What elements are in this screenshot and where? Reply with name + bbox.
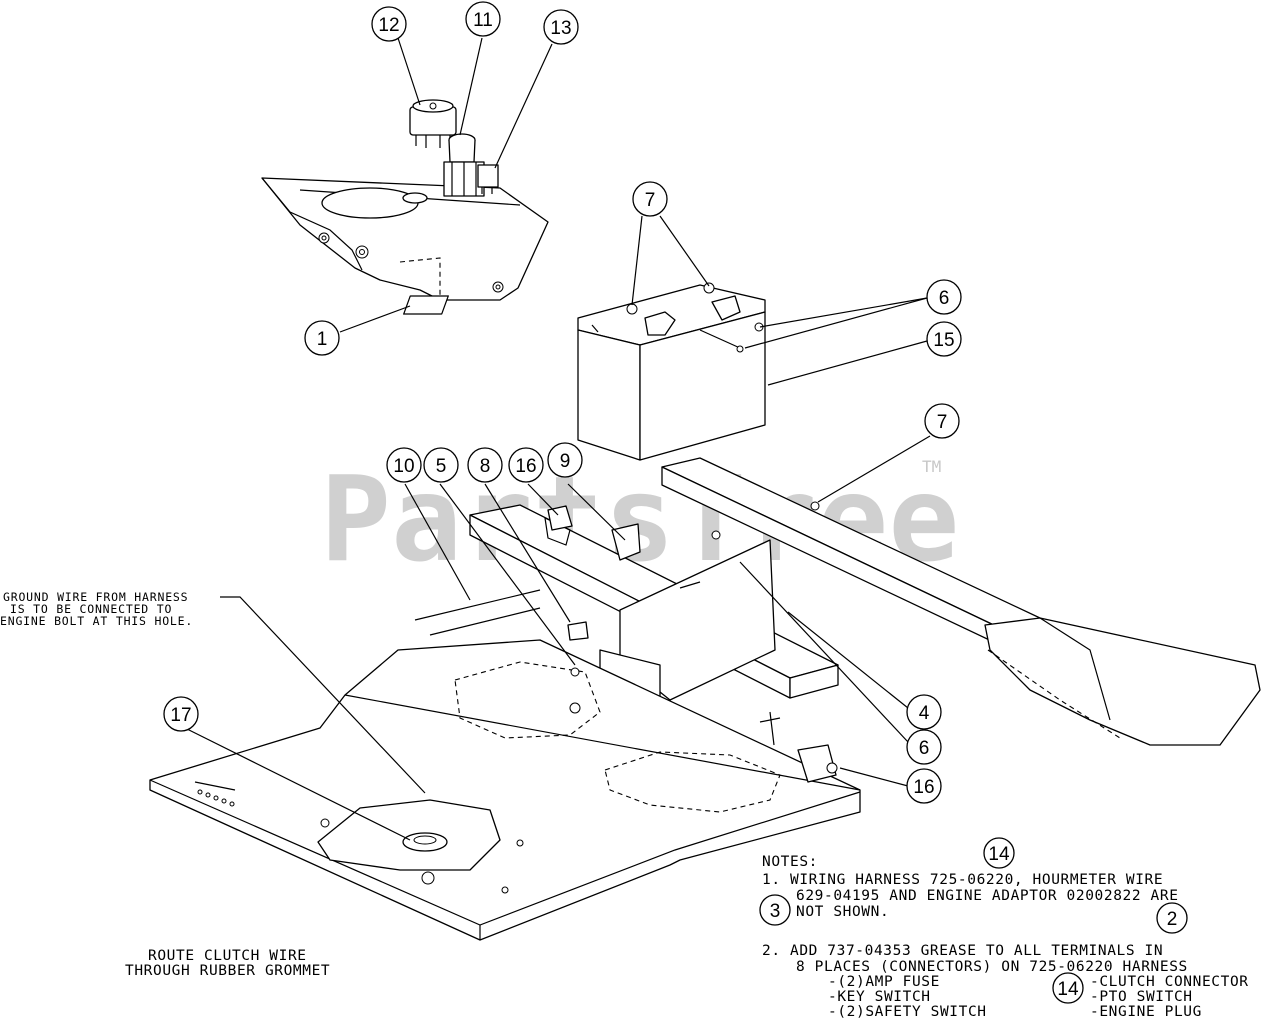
svg-text:15: 15 xyxy=(933,330,954,351)
svg-text:6: 6 xyxy=(939,288,950,309)
lower-hardware xyxy=(414,501,838,783)
svg-text:16: 16 xyxy=(515,456,536,477)
ground-wire-note: GROUND WIRE FROM HARNESS IS TO BE CONNEC… xyxy=(0,590,193,628)
callout-13: 13 xyxy=(543,9,579,45)
pto-switch xyxy=(443,133,485,197)
notes-title: NOTES: xyxy=(762,854,818,870)
note-item-left: -(2)SAFETY SWITCH xyxy=(828,1004,987,1019)
svg-text:10: 10 xyxy=(393,456,414,477)
callout-7: 7 xyxy=(632,181,668,217)
note-2-line2: 8 PLACES (CONNECTORS) ON 725-06220 HARNE… xyxy=(796,959,1188,975)
svg-text:13: 13 xyxy=(550,18,571,39)
callout-12: 12 xyxy=(371,6,407,42)
callout-16: 16 xyxy=(508,447,544,483)
callout-11: 11 xyxy=(465,1,501,37)
note-1-line1: 1. WIRING HARNESS 725-06220, HOURMETER W… xyxy=(762,872,1163,888)
svg-text:4: 4 xyxy=(919,703,930,724)
svg-text:14: 14 xyxy=(1057,979,1079,1000)
route-clutch-note: ROUTE CLUTCH WIRE THROUGH RUBBER GROMMET xyxy=(125,948,330,979)
svg-text:14: 14 xyxy=(988,844,1010,865)
callout-8: 8 xyxy=(467,447,503,483)
switch-connector xyxy=(477,164,499,194)
callout-17: 17 xyxy=(163,696,199,732)
svg-text:6: 6 xyxy=(919,738,930,759)
note-item-right: -CLUTCH CONNECTOR xyxy=(1090,974,1249,990)
note-2-line1: 2. ADD 737-04353 GREASE TO ALL TERMINALS… xyxy=(762,943,1163,959)
svg-text:16: 16 xyxy=(913,777,934,798)
frame-rail-right xyxy=(661,457,1261,746)
callout-4: 4 xyxy=(906,694,942,730)
callout-1: 1 xyxy=(304,320,340,356)
route-note-line1: ROUTE CLUTCH WIRE xyxy=(148,948,307,964)
svg-text:11: 11 xyxy=(473,10,493,31)
dash-panel xyxy=(261,177,549,315)
watermark-tm: TM xyxy=(922,457,941,476)
callout-14: 14 xyxy=(983,837,1015,869)
leader-lines xyxy=(184,37,931,841)
center-frame xyxy=(469,504,839,701)
callout-10: 10 xyxy=(386,447,422,483)
svg-text:5: 5 xyxy=(436,456,447,477)
notes-block: NOTES: 1. WIRING HARNESS 725-06220, HOUR… xyxy=(762,854,1249,1020)
callout-3: 3 xyxy=(759,894,791,926)
svg-text:1: 1 xyxy=(317,329,328,350)
callout-5: 5 xyxy=(423,447,459,483)
svg-text:7: 7 xyxy=(937,412,948,433)
note-1-line3: NOT SHOWN. xyxy=(796,904,889,920)
key-switch xyxy=(409,99,457,148)
battery xyxy=(577,282,766,461)
callout-16: 16 xyxy=(906,768,942,804)
ground-note-line1: GROUND WIRE FROM HARNESS xyxy=(3,590,188,604)
note-1-line2: 629-04195 AND ENGINE ADAPTOR 02002822 AR… xyxy=(796,888,1179,904)
callout-6: 6 xyxy=(926,279,962,315)
note-item-left: -(2)AMP FUSE xyxy=(828,974,940,990)
svg-text:2: 2 xyxy=(1167,909,1178,930)
svg-text:17: 17 xyxy=(170,705,191,726)
callout-7: 7 xyxy=(924,403,960,439)
base-plate xyxy=(149,639,861,941)
callout-6: 6 xyxy=(906,729,942,765)
callout-15: 15 xyxy=(926,321,962,357)
svg-text:12: 12 xyxy=(378,15,399,36)
ground-note-line2: IS TO BE CONNECTED TO xyxy=(10,602,172,616)
svg-text:7: 7 xyxy=(645,190,656,211)
ground-note-line3: ENGINE BOLT AT THIS HOLE. xyxy=(0,614,193,628)
callout-2: 2 xyxy=(1156,902,1188,934)
callout-14: 14 xyxy=(1052,972,1084,1004)
route-note-line2: THROUGH RUBBER GROMMET xyxy=(125,963,330,979)
svg-text:8: 8 xyxy=(480,456,491,477)
callout-9: 9 xyxy=(547,442,583,478)
svg-text:3: 3 xyxy=(770,901,781,922)
note-item-left: -KEY SWITCH xyxy=(828,989,931,1005)
callouts: 12 11 13 1 7 6 15 7 10 5 8 16 9 17 4 6 1… xyxy=(163,1,1188,1004)
note-item-right: -ENGINE PLUG xyxy=(1090,1004,1202,1019)
svg-text:9: 9 xyxy=(560,451,571,472)
note-item-right: -PTO SWITCH xyxy=(1090,989,1193,1005)
